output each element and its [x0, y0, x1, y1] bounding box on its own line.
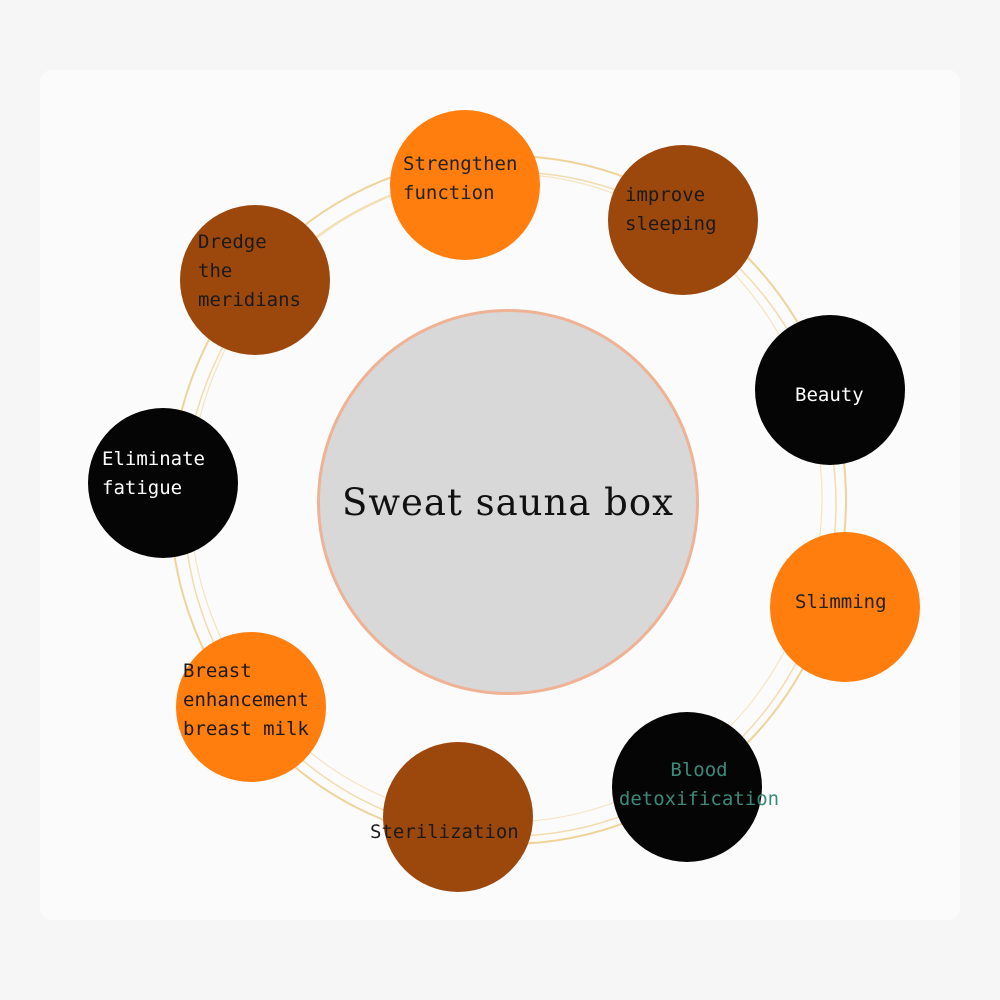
node-circle-blood-detoxification — [612, 712, 762, 862]
node-label-strengthen-function: Strengthen function — [403, 153, 518, 204]
node-circle-breast-enhancement — [176, 632, 326, 782]
node-circle-slimming — [770, 532, 920, 682]
node-label-blood-detoxification: Blood detoxification — [618, 759, 780, 810]
node-label-breast-enhancement: Breast enhancement breast milk — [183, 660, 309, 740]
node-label-beauty: Beauty — [795, 384, 864, 406]
center-circle: Sweat sauna box — [320, 312, 696, 692]
node-label-sterilization: Sterilization — [370, 821, 519, 843]
node-label-slimming: Slimming — [795, 591, 887, 613]
node-circle-improve-sleeping — [608, 145, 758, 295]
node-label-improve-sleeping: improve sleeping — [625, 184, 717, 235]
center-title: Sweat sauna box — [342, 480, 674, 524]
node-circle-sterilization — [383, 742, 533, 892]
node-label-dredge-meridians: Dredge the meridians — [198, 231, 301, 311]
node-circle-beauty — [755, 315, 905, 465]
node-label-eliminate-fatigue: Eliminate fatigue — [102, 448, 205, 499]
node-circle-eliminate-fatigue — [88, 408, 238, 558]
node-circle-dredge-meridians — [180, 205, 330, 355]
node-circle-strengthen-function — [390, 110, 540, 260]
